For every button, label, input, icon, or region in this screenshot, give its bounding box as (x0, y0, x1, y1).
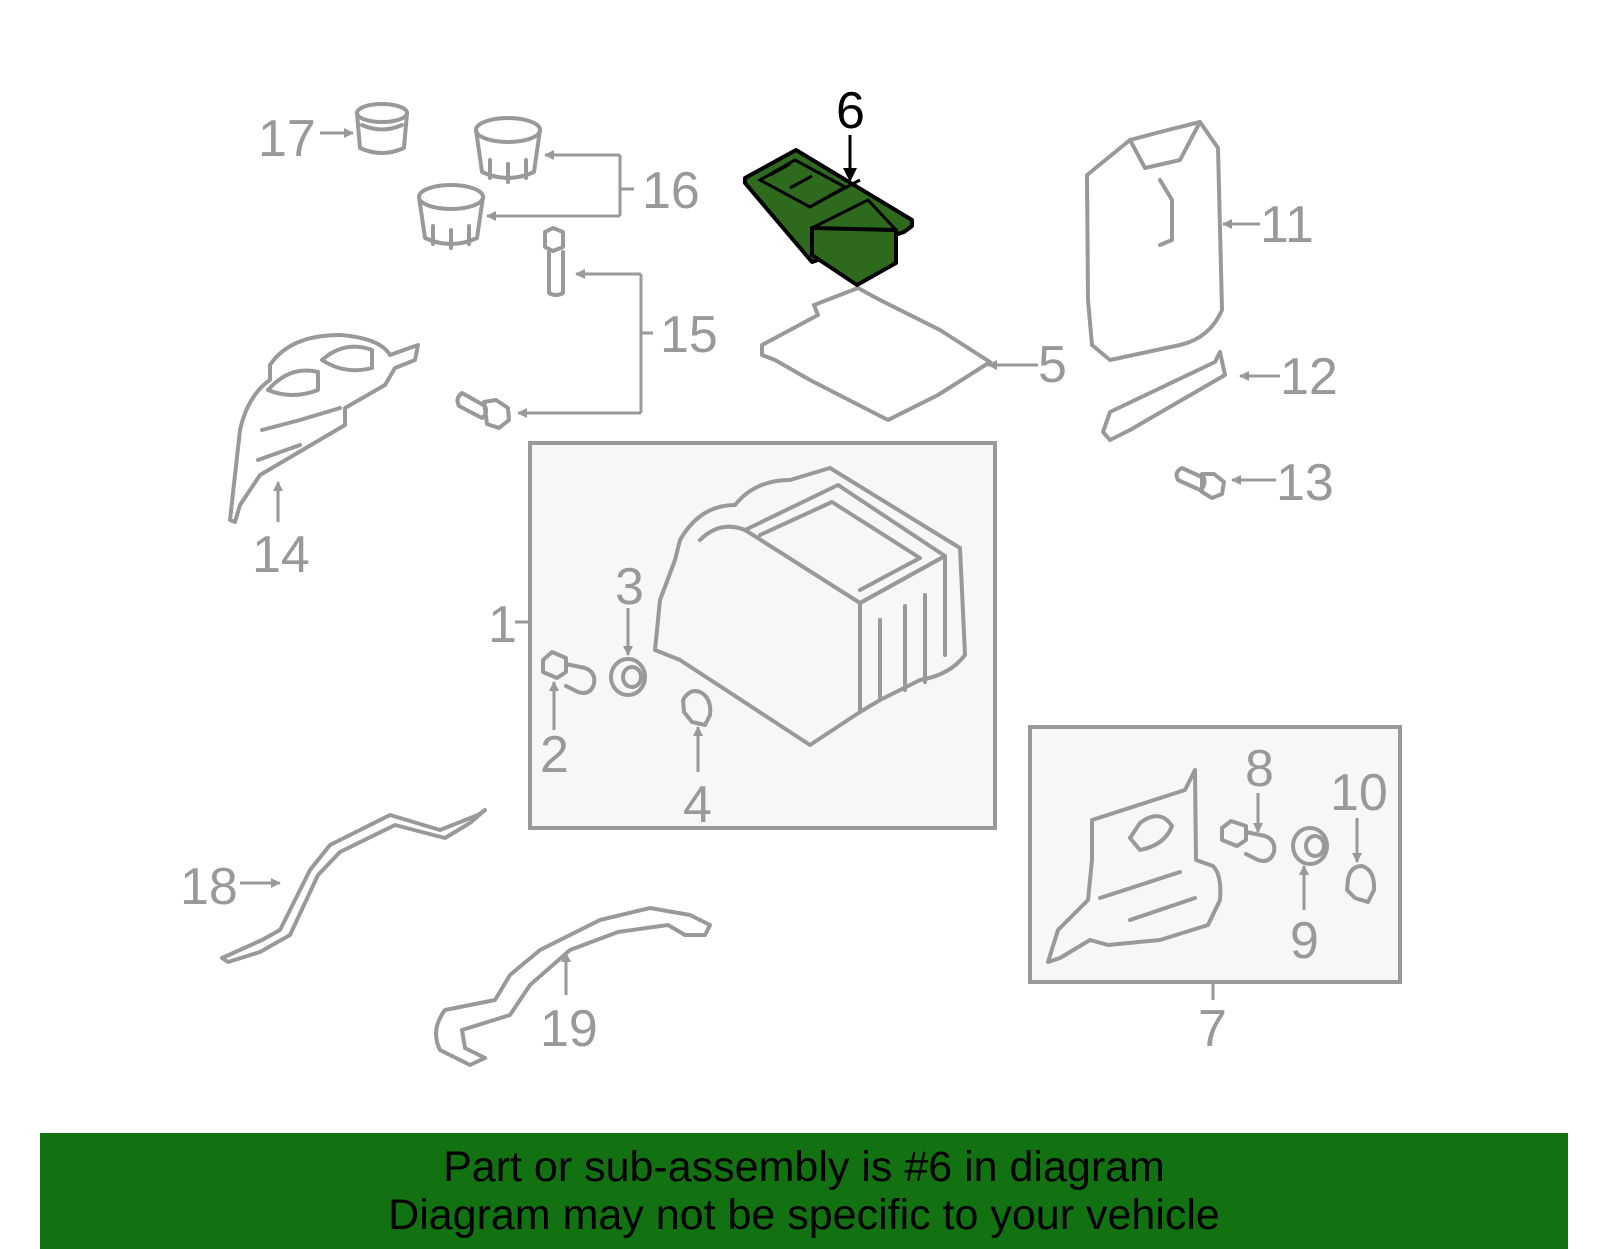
part-6-storage-tray (743, 148, 914, 287)
part-13-bolt (1174, 466, 1226, 500)
part-10-nut (1345, 864, 1377, 904)
leader-lines (240, 128, 1362, 1000)
assembly-box-1 (528, 441, 997, 830)
part-8-bolt (1220, 819, 1277, 863)
callout-11: 11 (1260, 196, 1314, 254)
callout-1: 1 (488, 596, 517, 654)
part-16-cup-inserts (417, 116, 542, 250)
callout-17: 17 (258, 110, 316, 168)
callout-13: 13 (1276, 454, 1334, 512)
part-17-insert (355, 102, 409, 155)
banner-line-2: Diagram may not be specific to your vehi… (388, 1191, 1220, 1239)
callout-8: 8 (1245, 740, 1274, 798)
part-15-bolts (455, 226, 565, 430)
callout-16: 16 (642, 162, 700, 220)
parts-diagram: 1 2 3 4 5 6 7 8 9 10 11 12 13 14 15 16 1… (180, 82, 1402, 1067)
callout-9: 9 (1290, 912, 1319, 970)
part-12-bracket (1101, 350, 1227, 442)
callout-labels: 1 2 3 4 5 6 7 8 9 10 11 12 13 14 15 16 1… (180, 82, 1388, 1058)
part-2-bolt (541, 650, 597, 695)
callout-6-selected: 6 (836, 82, 865, 140)
part-5-mat (760, 286, 992, 422)
callout-14: 14 (252, 526, 310, 584)
callout-4: 4 (683, 776, 712, 834)
part-11-side-panel (1085, 120, 1224, 362)
part-4-nut (681, 689, 713, 727)
callout-18: 18 (180, 858, 238, 916)
part-3-clip (609, 657, 647, 697)
info-banner: Part or sub-assembly is #6 in diagram Di… (40, 1133, 1568, 1249)
callout-10: 10 (1330, 764, 1388, 822)
callout-2: 2 (540, 726, 569, 784)
part-14-trim-panel (228, 333, 420, 524)
callout-7: 7 (1198, 1000, 1227, 1058)
callout-5: 5 (1038, 336, 1067, 394)
callout-3: 3 (615, 558, 644, 616)
part-19-duct (434, 906, 712, 1067)
part-9-clip (1291, 826, 1329, 866)
part-7-rear-panel (1046, 768, 1223, 964)
callout-19: 19 (540, 1000, 598, 1058)
part-18-duct (220, 808, 487, 964)
callout-15: 15 (660, 306, 718, 364)
banner-line-1: Part or sub-assembly is #6 in diagram (443, 1143, 1165, 1191)
part-1-console-body (653, 466, 967, 747)
callout-12: 12 (1280, 348, 1338, 406)
